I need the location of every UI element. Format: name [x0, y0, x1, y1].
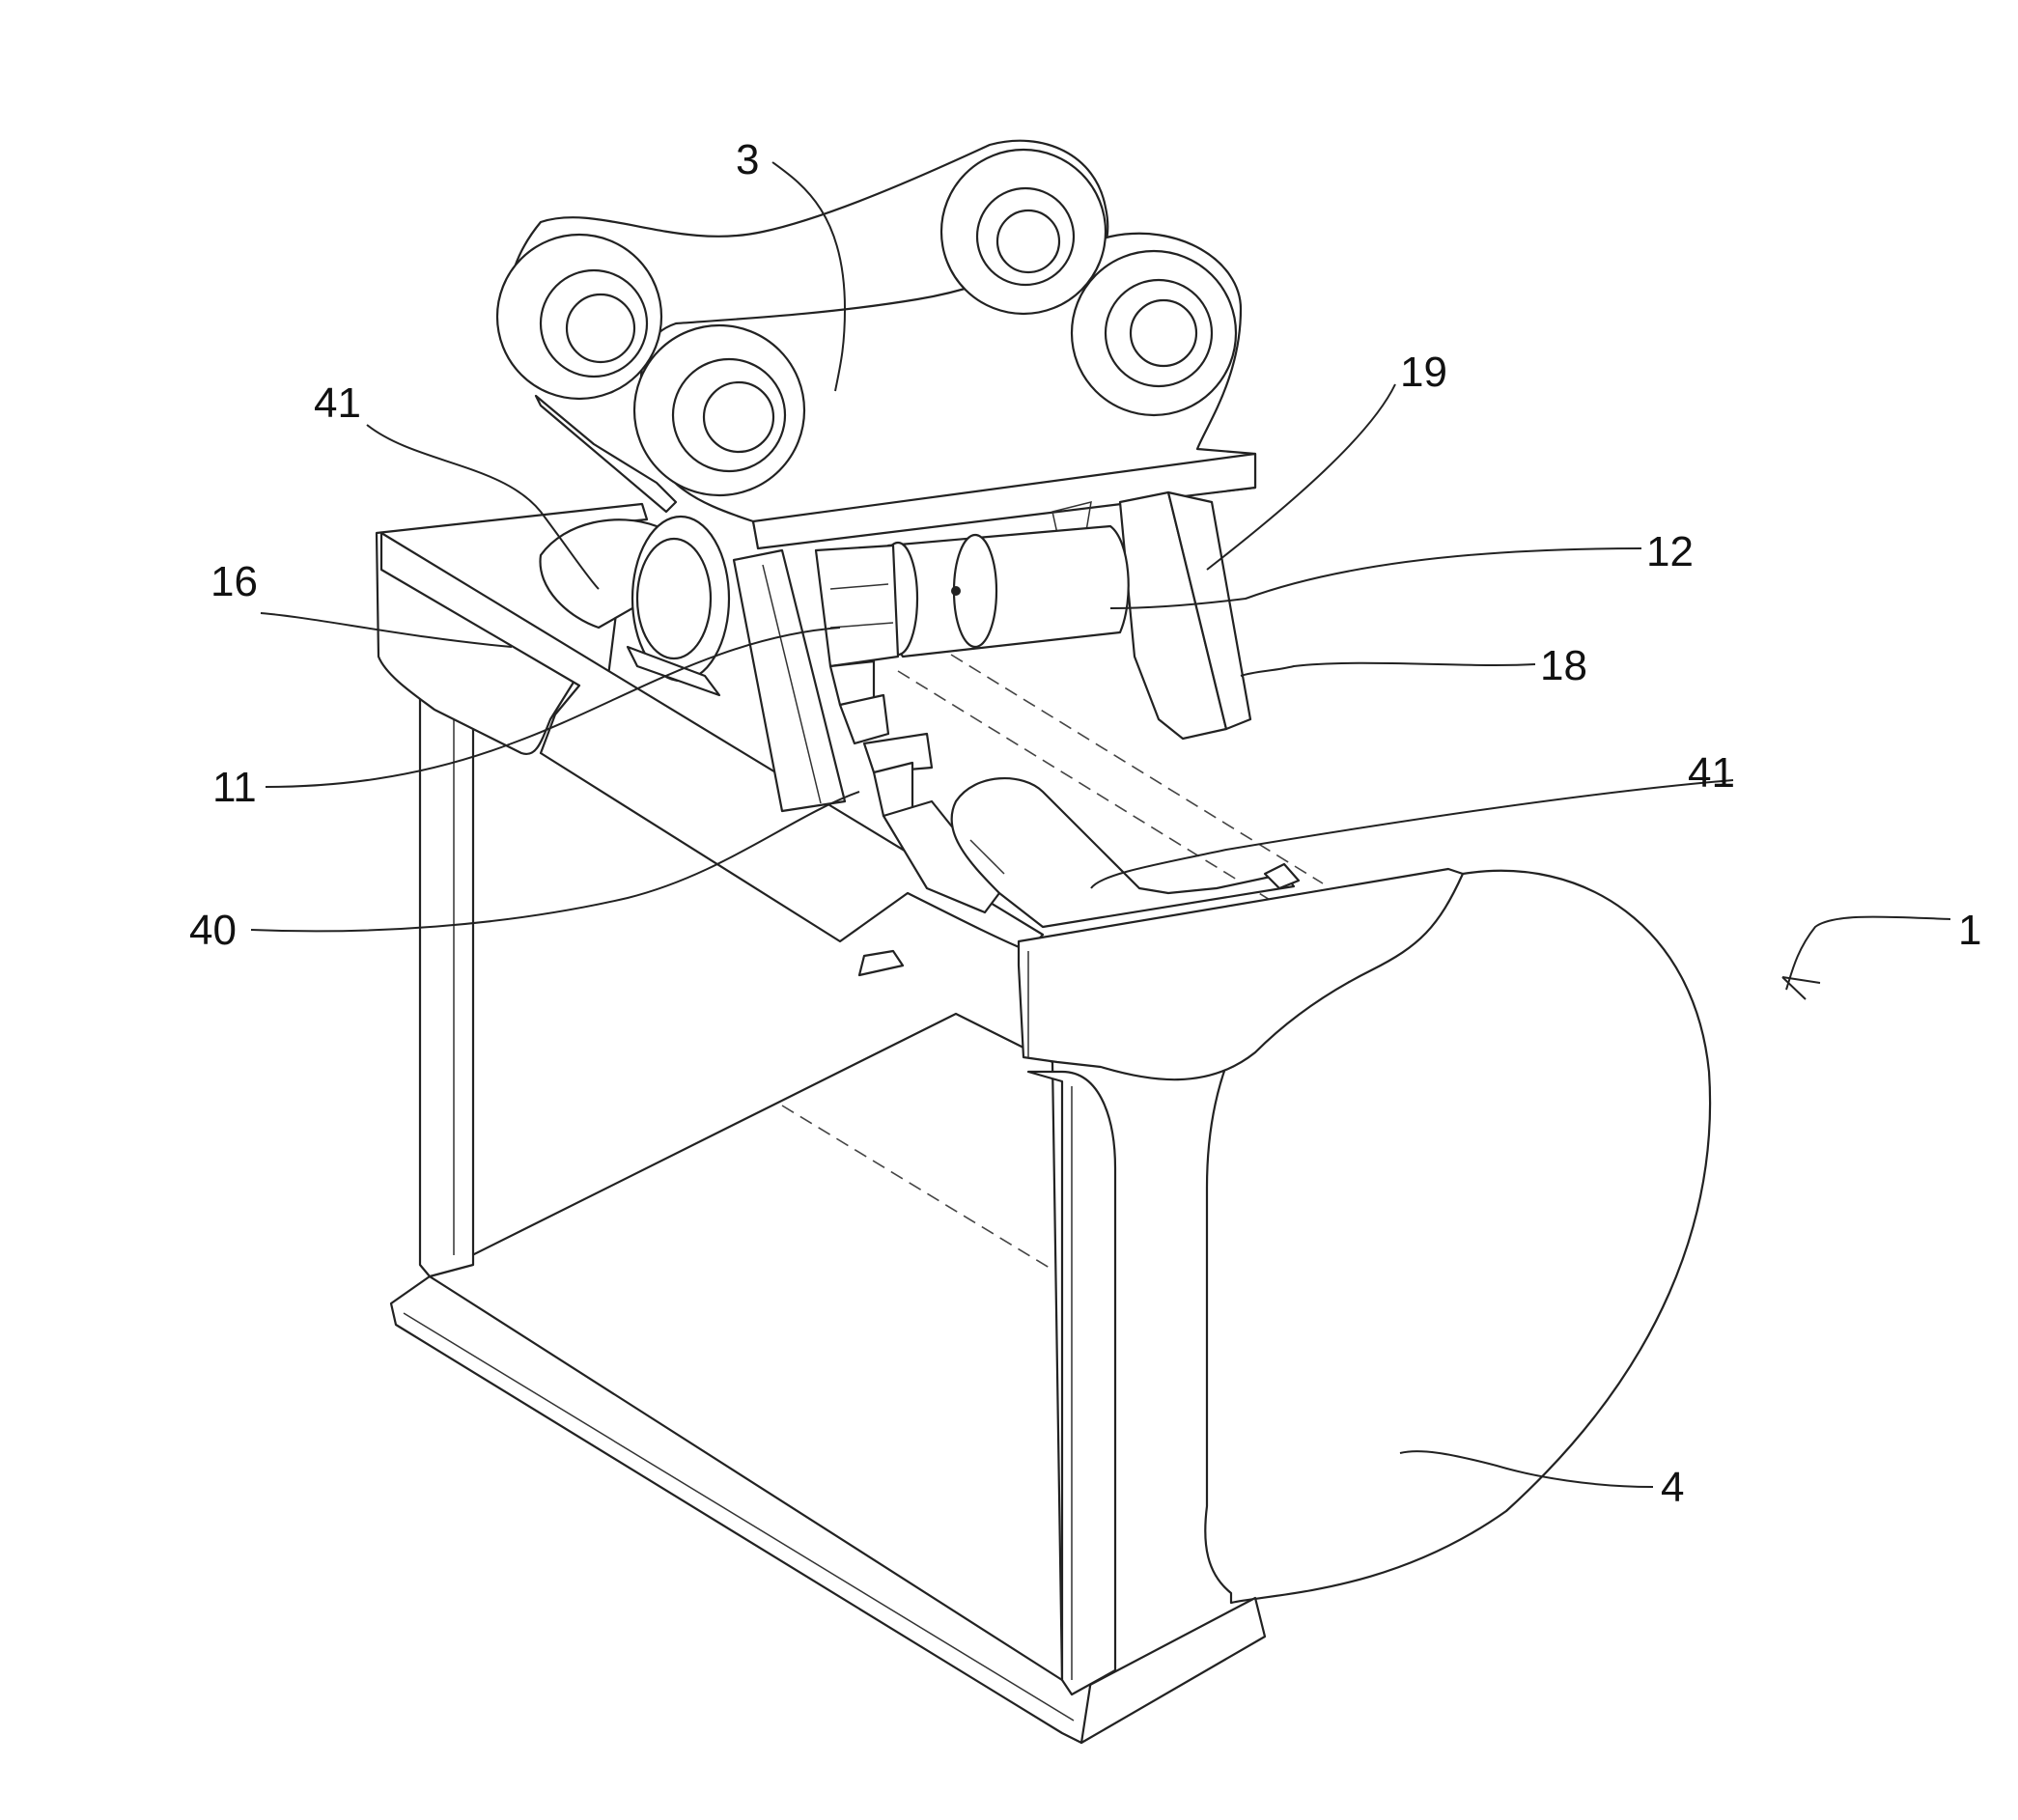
block-11	[816, 546, 898, 666]
label-18: 18	[1540, 642, 1587, 689]
label-11: 11	[212, 764, 257, 811]
label-3: 3	[736, 136, 759, 183]
bucket-side-wall-left	[420, 664, 473, 1276]
label-16: 16	[210, 558, 258, 605]
bracket-attachment	[497, 141, 1255, 548]
label-41-right: 41	[1688, 749, 1735, 797]
label-12: 12	[1646, 528, 1694, 575]
label-1: 1	[1958, 907, 1981, 954]
label-4: 4	[1661, 1464, 1684, 1511]
label-40: 40	[189, 907, 237, 954]
cylinder-12	[884, 526, 1129, 657]
label-41-top: 41	[314, 379, 361, 427]
label-19: 19	[1400, 349, 1447, 396]
